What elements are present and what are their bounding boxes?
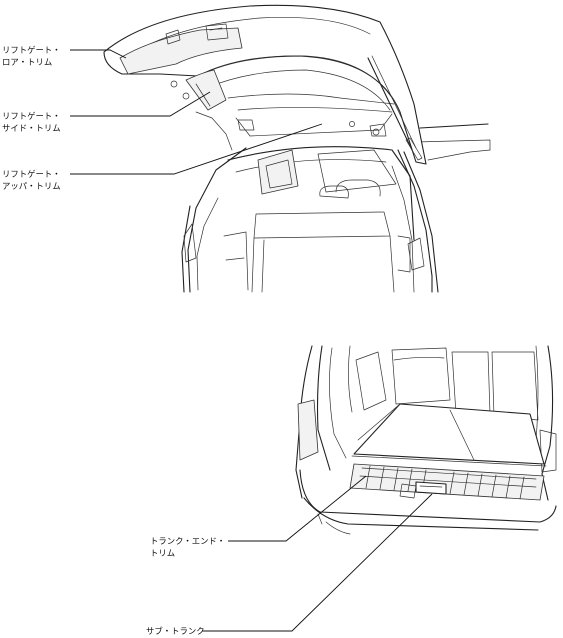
liftgate-open-illustration — [103, 4, 491, 293]
leader-line-liftgate-lower-trim — [70, 49, 127, 59]
leader-line-liftgate-side-trim — [70, 91, 211, 117]
label-liftgate-lower-trim: リフトゲート・ ロア・トリム — [2, 45, 63, 67]
label-sub-trunk: サブ・トランク — [146, 626, 205, 636]
leader-line-liftgate-upper-trim — [70, 123, 323, 175]
leader-line-sub-trunk — [202, 493, 433, 632]
label-trunk-end-trim: トランク・エンド・ トリム — [150, 536, 228, 558]
cargo-area-illustration — [295, 345, 557, 535]
label-liftgate-upper-trim: リフトゲート・ アッパ・トリム — [2, 169, 63, 191]
leader-line-trunk-end-trim — [228, 475, 367, 542]
label-liftgate-side-trim: リフトゲート・ サイド・トリム — [2, 111, 63, 133]
